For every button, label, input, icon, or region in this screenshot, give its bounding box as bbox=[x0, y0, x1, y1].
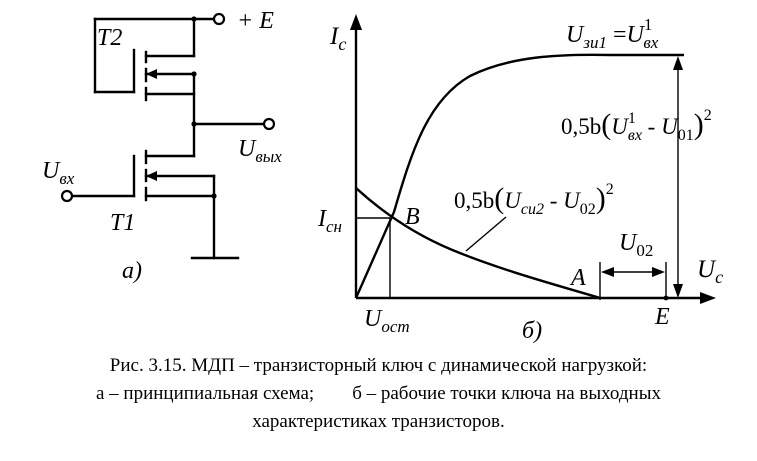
input-label: Uвх bbox=[42, 158, 75, 188]
graph-axes bbox=[354, 26, 705, 300]
u02-arrow-right bbox=[652, 267, 665, 277]
t1-substrate-arrow bbox=[146, 171, 157, 181]
caption-line-1: Рис. 3.15. МДП – транзисторный ключ с ди… bbox=[109, 355, 648, 376]
t2-label: T2 bbox=[97, 25, 122, 51]
t1-label: T1 bbox=[110, 210, 135, 236]
junction-dot bbox=[191, 71, 197, 77]
input-terminal bbox=[60, 189, 74, 203]
circuit-schematic bbox=[70, 17, 266, 260]
e-tick-dot bbox=[663, 295, 669, 301]
output-label: Uвых bbox=[238, 136, 282, 166]
t2-substrate-arrow bbox=[146, 69, 157, 79]
output-terminal bbox=[262, 117, 276, 131]
load-curve bbox=[355, 187, 601, 300]
caption-line-2-part-b: б – рабочие точки ключа на выходных bbox=[352, 383, 661, 404]
junction-dot bbox=[191, 121, 197, 127]
panel-b-label: б) bbox=[522, 318, 542, 344]
isn-label: Iсн bbox=[317, 206, 342, 236]
u02-label: U02 bbox=[619, 230, 653, 260]
junction-dot bbox=[191, 16, 197, 22]
caption-line-2-part-a: а – принципиальная схема; bbox=[96, 383, 315, 404]
t1-output-curve bbox=[354, 53, 684, 299]
load-formula-leader bbox=[465, 216, 507, 252]
caption-line-2: а – принципиальная схема; б – рабочие точ… bbox=[0, 382, 757, 406]
point-a-label: A bbox=[569, 265, 586, 291]
amplitude-arrow-bottom bbox=[673, 284, 683, 298]
x-axis-label: Uc bbox=[697, 256, 723, 287]
e-label: E bbox=[654, 304, 670, 330]
y-axis-label: Ic bbox=[329, 23, 346, 54]
uost-label: Uост bbox=[364, 306, 410, 336]
x-axis-arrowhead bbox=[700, 292, 716, 304]
caption-line-3: характеристиках транзисторов. bbox=[252, 411, 505, 432]
y-axis-arrowhead bbox=[350, 14, 362, 30]
supply-label: + E bbox=[237, 8, 274, 34]
supply-terminal bbox=[212, 12, 226, 26]
panel-a-label: а) bbox=[122, 258, 142, 284]
point-b-label: B bbox=[405, 204, 420, 230]
load-formula: 0,5b(Uси2 - U02)2 bbox=[454, 181, 614, 218]
u02-arrow-left bbox=[601, 267, 614, 277]
amplitude-arrow-top bbox=[673, 56, 683, 70]
junction-dot bbox=[211, 193, 217, 199]
